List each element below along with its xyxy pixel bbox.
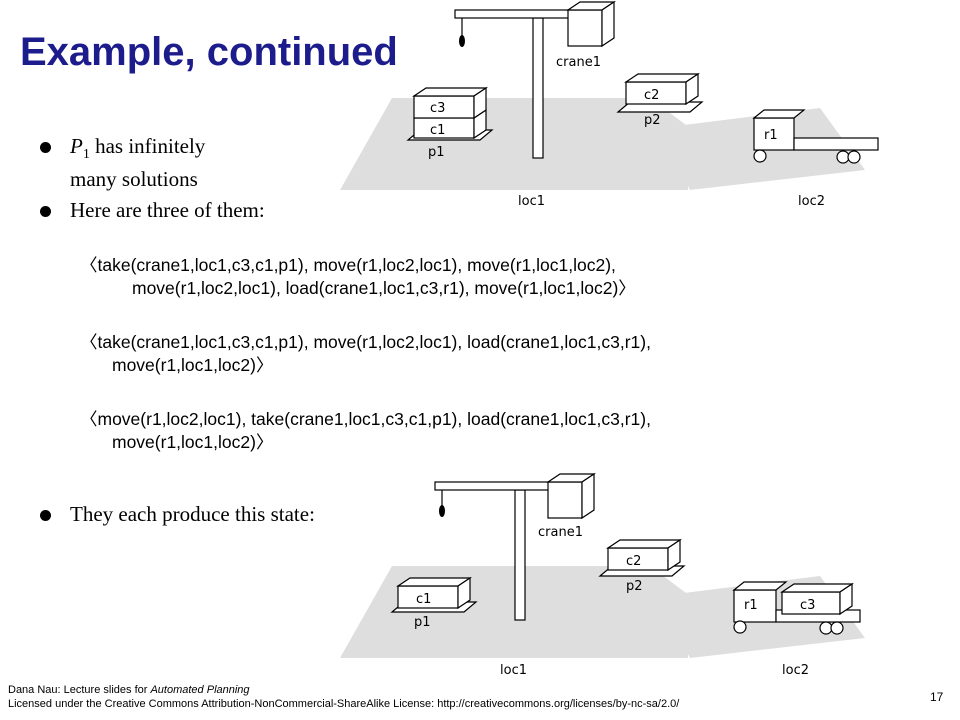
container-c2-side bbox=[667, 538, 681, 572]
robot-wheel bbox=[830, 621, 844, 635]
container-c3-side bbox=[839, 582, 853, 616]
container-c1-label: c1 bbox=[416, 592, 431, 607]
crane-hook bbox=[459, 35, 465, 47]
pallet-p2-label: p2 bbox=[626, 579, 643, 594]
bullet-final-state: They each produce this state: bbox=[40, 502, 315, 526]
bullet-1-text: has infinitely bbox=[89, 134, 206, 158]
loc1-label: loc1 bbox=[518, 194, 545, 209]
robot-label: r1 bbox=[744, 598, 758, 613]
container-c2-side bbox=[685, 72, 699, 106]
crane-boom bbox=[454, 9, 586, 19]
pallet-p2-label: p2 bbox=[644, 113, 661, 128]
container-c3-label: c3 bbox=[430, 101, 445, 116]
robot-wheel bbox=[847, 150, 861, 164]
container-c2-label: c2 bbox=[644, 88, 659, 103]
footer-license: Licensed under the Creative Commons Attr… bbox=[8, 698, 680, 710]
robot-wheel bbox=[836, 150, 850, 164]
robot-cab bbox=[753, 117, 795, 151]
robot-bed bbox=[793, 137, 879, 151]
plan-3-line2: move(r1,loc1,loc2)〉 bbox=[112, 432, 274, 452]
plan-1: 〈take(crane1,loc1,c3,c1,p1), move(r1,loc… bbox=[80, 254, 636, 300]
bullet-2-text: Here are three of them: bbox=[70, 198, 265, 222]
bullet-dot bbox=[40, 142, 51, 153]
plan-3-line1: 〈move(r1,loc2,loc1), take(crane1,loc1,c3… bbox=[80, 409, 651, 429]
problem-sub: 1 bbox=[82, 147, 90, 163]
pallet-p1-label: p1 bbox=[428, 145, 445, 160]
bullet-3-text: They each produce this state: bbox=[70, 502, 315, 526]
crane-mast bbox=[532, 17, 544, 159]
crane-label: crane1 bbox=[556, 55, 601, 70]
bullet-three-solutions: Here are three of them: bbox=[40, 198, 265, 222]
crane-cab bbox=[547, 481, 583, 519]
loc1-label: loc1 bbox=[500, 663, 527, 678]
robot-label: r1 bbox=[764, 128, 778, 143]
robot-cab-top bbox=[752, 109, 806, 119]
problem-var: P bbox=[70, 134, 83, 158]
bullet-dot bbox=[40, 206, 51, 217]
final-state-diagram: crane1 c1 p1 c2 p2 c3 r1 loc1 loc2 bbox=[340, 472, 865, 678]
bullet-infinite-solutions: P1 has infinitely many solutions bbox=[40, 134, 206, 192]
container-c1-side bbox=[457, 576, 471, 610]
crane-cab-side bbox=[601, 0, 615, 48]
robot-wheel bbox=[753, 149, 767, 163]
slide-title: Example, continued bbox=[20, 30, 398, 74]
robot-cab bbox=[733, 589, 777, 623]
robot-wheel bbox=[733, 620, 747, 634]
loc2-label: loc2 bbox=[798, 194, 825, 209]
bullet-dot bbox=[40, 510, 51, 521]
crane-mast bbox=[514, 489, 526, 621]
container-c1-label: c1 bbox=[430, 123, 445, 138]
crane-cab-side bbox=[581, 472, 595, 520]
plan-1-line1: 〈take(crane1,loc1,c3,c1,p1), move(r1,loc… bbox=[80, 255, 616, 275]
plan-3: 〈move(r1,loc2,loc1), take(crane1,loc1,c3… bbox=[80, 408, 651, 454]
robot-wheel bbox=[819, 621, 833, 635]
crane-label: crane1 bbox=[538, 525, 583, 540]
footer: Dana Nau: Lecture slides for Automated P… bbox=[8, 683, 679, 711]
bullet-1-line2: many solutions bbox=[70, 167, 198, 192]
crane-hook bbox=[439, 505, 445, 517]
loc2-label: loc2 bbox=[782, 663, 809, 678]
footer-book-title: Automated Planning bbox=[150, 684, 250, 696]
road bbox=[672, 596, 740, 620]
plan-2-line1: 〈take(crane1,loc1,c3,c1,p1), move(r1,loc… bbox=[80, 332, 651, 352]
footer-line1-prefix: Dana Nau: Lecture slides for bbox=[8, 684, 151, 696]
robot-cab-top bbox=[732, 581, 788, 591]
plan-2: 〈take(crane1,loc1,c3,c1,p1), move(r1,loc… bbox=[80, 331, 651, 377]
crane-boom bbox=[434, 481, 566, 491]
plan-2-line2: move(r1,loc1,loc2)〉 bbox=[112, 355, 274, 375]
initial-state-diagram: crane1 c1 c3 p1 c2 p2 r1 loc1 loc2 bbox=[340, 0, 879, 209]
plan-1-line2: move(r1,loc2,loc1), load(crane1,loc1,c3,… bbox=[132, 278, 636, 298]
page-number: 17 bbox=[930, 690, 944, 704]
crane-cab bbox=[567, 9, 603, 47]
container-c2-label: c2 bbox=[626, 554, 641, 569]
pallet-p1-label: p1 bbox=[414, 615, 431, 630]
container-c3-label: c3 bbox=[800, 598, 815, 613]
container-c3-side bbox=[473, 86, 487, 120]
road bbox=[672, 128, 740, 152]
